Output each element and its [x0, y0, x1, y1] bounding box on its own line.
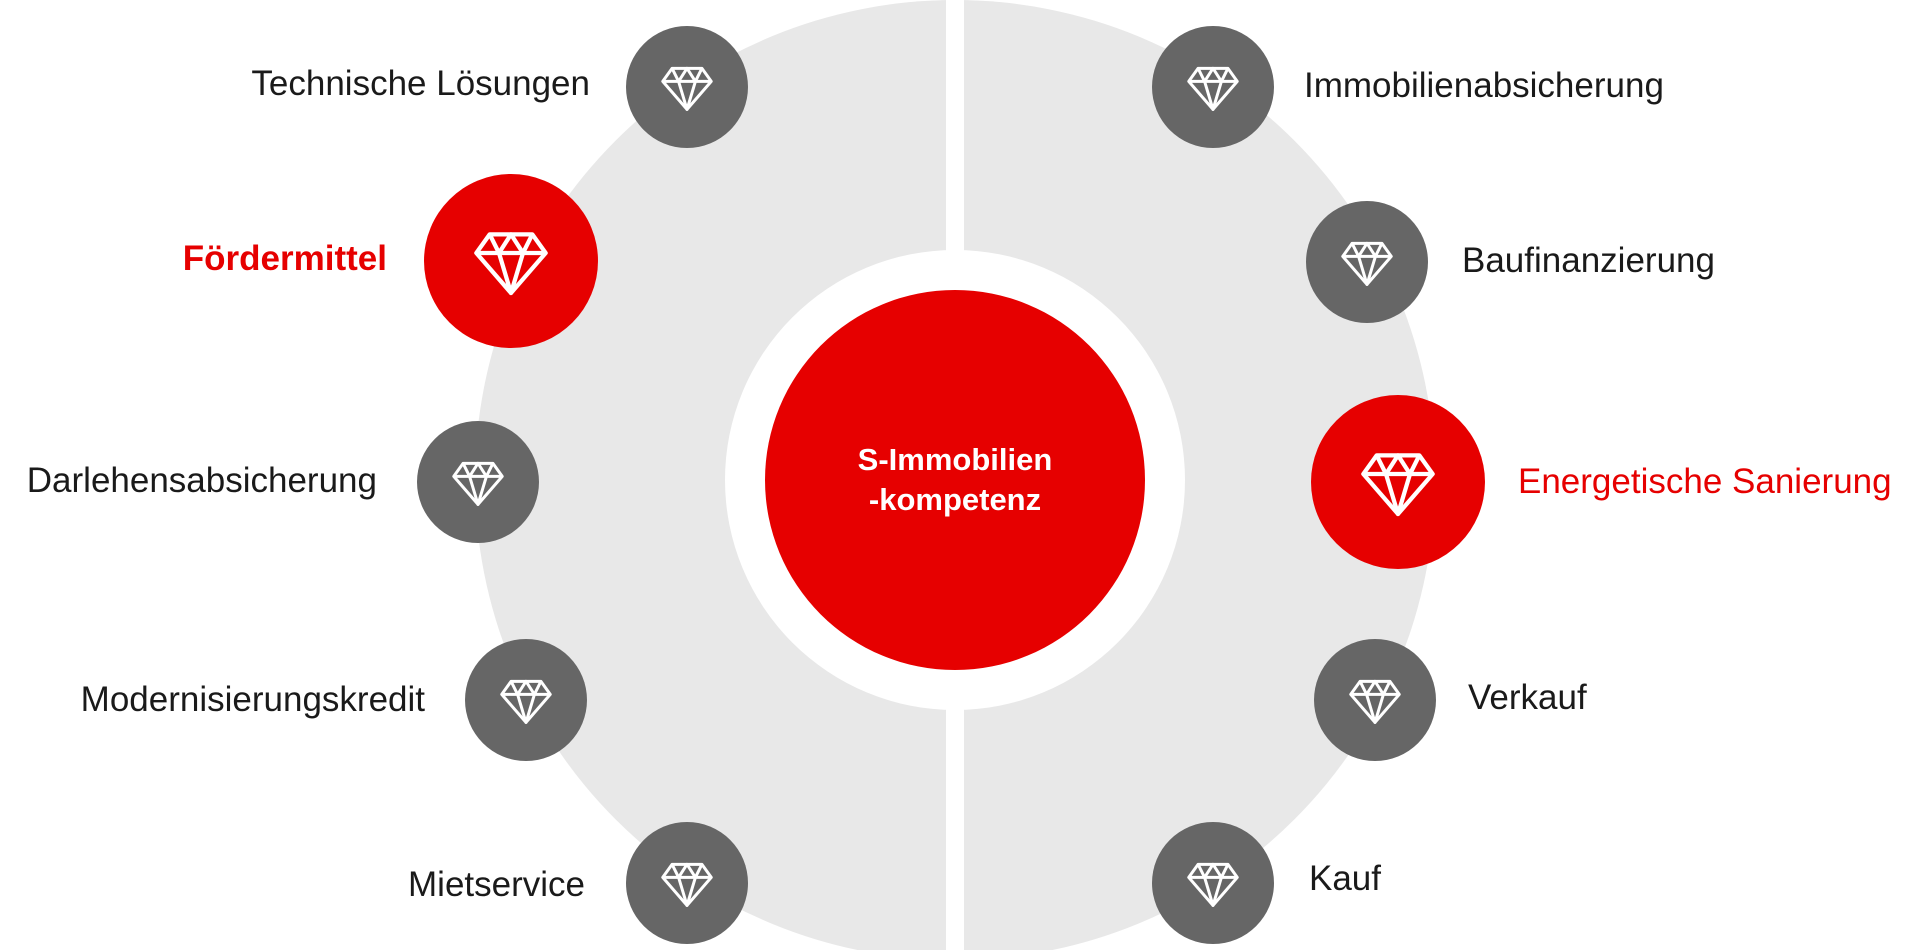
node-energetische-sanierung[interactable]: [1311, 395, 1485, 569]
node-verkauf[interactable]: [1314, 639, 1436, 761]
node-modernisierungskredit[interactable]: [465, 639, 587, 761]
center-circle: [765, 290, 1145, 670]
diamond-icon: [1341, 241, 1393, 286]
diamond-icon: [500, 679, 552, 724]
diamond-icon: [1361, 453, 1435, 517]
node-foerdermittel[interactable]: [424, 174, 598, 348]
label-baufinanzierung[interactable]: Baufinanzierung: [1462, 241, 1715, 280]
label-verkauf[interactable]: Verkauf: [1468, 678, 1587, 717]
diamond-icon: [1187, 66, 1239, 111]
diamond-icon: [452, 461, 504, 506]
diamond-icon: [474, 232, 548, 296]
label-energetische-sanierung[interactable]: Energetische Sanierung: [1518, 462, 1892, 501]
label-darlehensabsicherung[interactable]: Darlehensabsicherung: [26, 461, 377, 500]
node-immobilienabsicherung[interactable]: [1152, 26, 1274, 148]
diamond-icon: [661, 66, 713, 111]
center-title: S-Immobilien -kompetenz: [755, 440, 1155, 520]
node-darlehensabsicherung[interactable]: [417, 421, 539, 543]
label-foerdermittel[interactable]: Fördermittel: [182, 239, 387, 278]
center-title-line1: S-Immobilien: [857, 442, 1053, 477]
label-technische-loesungen[interactable]: Technische Lösungen: [251, 64, 590, 103]
diamond-icon: [1349, 679, 1401, 724]
diamond-icon: [1187, 862, 1239, 907]
node-kauf[interactable]: [1152, 822, 1274, 944]
node-technische-loesungen[interactable]: [626, 26, 748, 148]
label-mietservice[interactable]: Mietservice: [408, 865, 585, 904]
diamond-icon: [661, 862, 713, 907]
label-modernisierungskredit[interactable]: Modernisierungskredit: [80, 680, 425, 719]
center-title-line2: -kompetenz: [868, 482, 1042, 517]
label-immobilienabsicherung[interactable]: Immobilienabsicherung: [1304, 66, 1664, 105]
node-baufinanzierung[interactable]: [1306, 201, 1428, 323]
node-mietservice[interactable]: [626, 822, 748, 944]
label-kauf[interactable]: Kauf: [1309, 859, 1381, 898]
